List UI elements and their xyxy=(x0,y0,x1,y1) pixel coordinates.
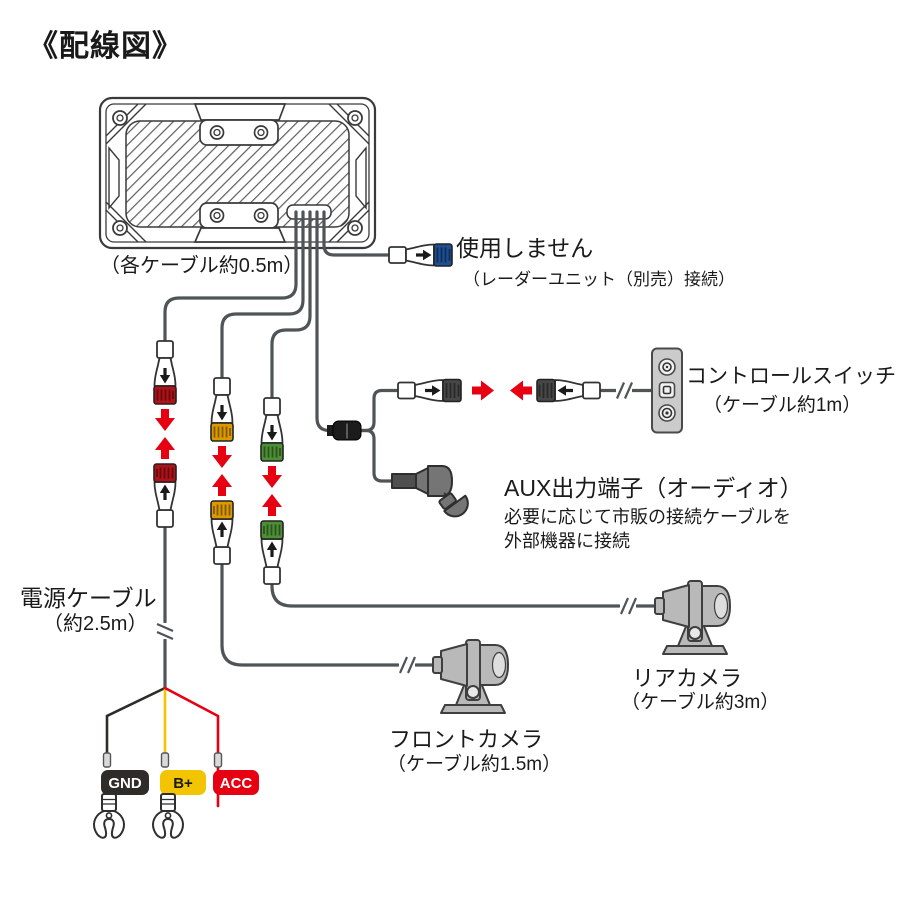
cable-break-mark xyxy=(397,654,417,676)
rear-camera xyxy=(654,580,731,655)
wire-label-gnd: GND xyxy=(101,770,149,795)
wire-label-acc: ACC xyxy=(213,770,259,795)
rear-camera-connector-pair-green xyxy=(260,397,284,585)
cable-to-rear-camera-connector xyxy=(270,210,312,400)
ferrite-bead xyxy=(327,420,362,441)
branch-to-control-switch xyxy=(359,388,400,433)
connect-arrow-left-icon xyxy=(510,380,532,401)
branch-to-aux xyxy=(359,428,394,483)
mount-plate-bottom xyxy=(193,202,287,243)
switch-button-bottom xyxy=(658,404,676,422)
unit-cables xyxy=(163,210,657,690)
connect-arrow-down-icon xyxy=(262,466,282,488)
svg-text:B+: B+ xyxy=(173,775,193,792)
wire-label-bplus: B+ xyxy=(160,770,206,795)
corner-screws xyxy=(112,110,363,236)
cable-break-mark xyxy=(614,380,634,401)
mount-plate-top xyxy=(193,103,287,146)
rear-camera-cable xyxy=(270,582,657,608)
cable-break-mark xyxy=(618,595,638,617)
connect-arrow-up-icon xyxy=(212,474,232,496)
gnd-wire xyxy=(105,686,167,757)
switch-button-top xyxy=(658,358,676,376)
connect-arrow-up-icon xyxy=(155,437,175,459)
main-unit xyxy=(98,96,377,250)
control-switch-connector-pair xyxy=(397,378,601,403)
aux-output-plug xyxy=(391,465,469,518)
connect-arrow-down-icon xyxy=(155,409,175,431)
cable-to-power-connector xyxy=(163,210,298,343)
connect-arrow-right-icon xyxy=(472,380,494,401)
cable-to-radar-connector xyxy=(322,210,391,257)
cable-break-mark xyxy=(154,621,176,641)
side-accent-right xyxy=(355,146,367,210)
cable-to-front-camera-connector xyxy=(220,210,305,380)
control-switch-panel xyxy=(651,347,683,434)
connect-arrow-up-icon xyxy=(262,494,282,516)
switch-button-middle xyxy=(658,381,676,399)
svg-text:GND: GND xyxy=(108,775,142,792)
power-connector-pair-red xyxy=(153,340,177,528)
front-camera xyxy=(432,639,509,714)
front-camera-connector-pair-orange xyxy=(210,377,234,565)
connect-arrow-down-icon xyxy=(212,446,232,468)
side-accent-left xyxy=(108,146,120,210)
front-camera-cable xyxy=(220,562,435,667)
bplus-fork-terminal xyxy=(152,793,184,839)
wire-crimps xyxy=(102,752,223,768)
radar-connector xyxy=(388,243,453,267)
gnd-fork-terminal xyxy=(93,793,125,839)
svg-text:ACC: ACC xyxy=(220,775,253,792)
